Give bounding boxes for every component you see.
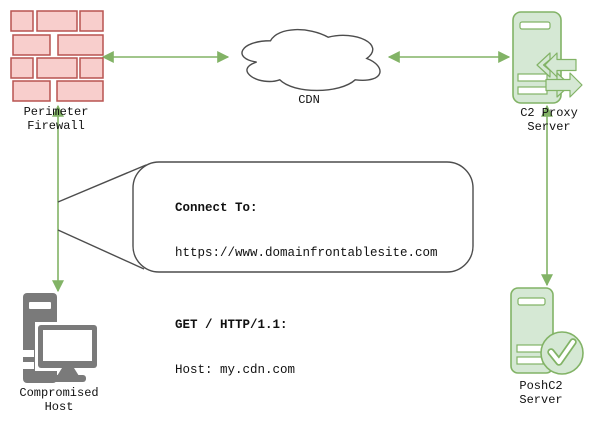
c2-proxy-label: C2 Proxy Server [520, 106, 578, 134]
compromised-host-icon [23, 293, 100, 383]
monitor-icon [35, 322, 100, 382]
c2-proxy-server-icon [512, 11, 583, 104]
poshc2-label: PoshC2 Server [519, 379, 563, 407]
firewall-icon [10, 10, 104, 102]
outbound-arrow-icon [545, 72, 583, 98]
poshc2-server-icon [510, 287, 584, 375]
callout-host-header: Host: my.cdn.com [175, 363, 296, 377]
check-circle-icon [540, 331, 584, 375]
cdn-label: CDN [298, 93, 320, 107]
compromised-host-label: Compromised Host [19, 386, 99, 414]
firewall-label: Perimeter Firewall [23, 105, 89, 133]
cloud-icon [241, 28, 381, 92]
callout-http-request: GET / HTTP/1.1: [175, 318, 288, 332]
callout-text: Connect To: https://www.domainfrontables… [175, 171, 467, 408]
inbound-arrow-icon [536, 52, 577, 78]
callout-fronted-url: https://www.domainfrontablesite.com [175, 246, 438, 260]
callout-connect-heading: Connect To: [175, 201, 258, 215]
